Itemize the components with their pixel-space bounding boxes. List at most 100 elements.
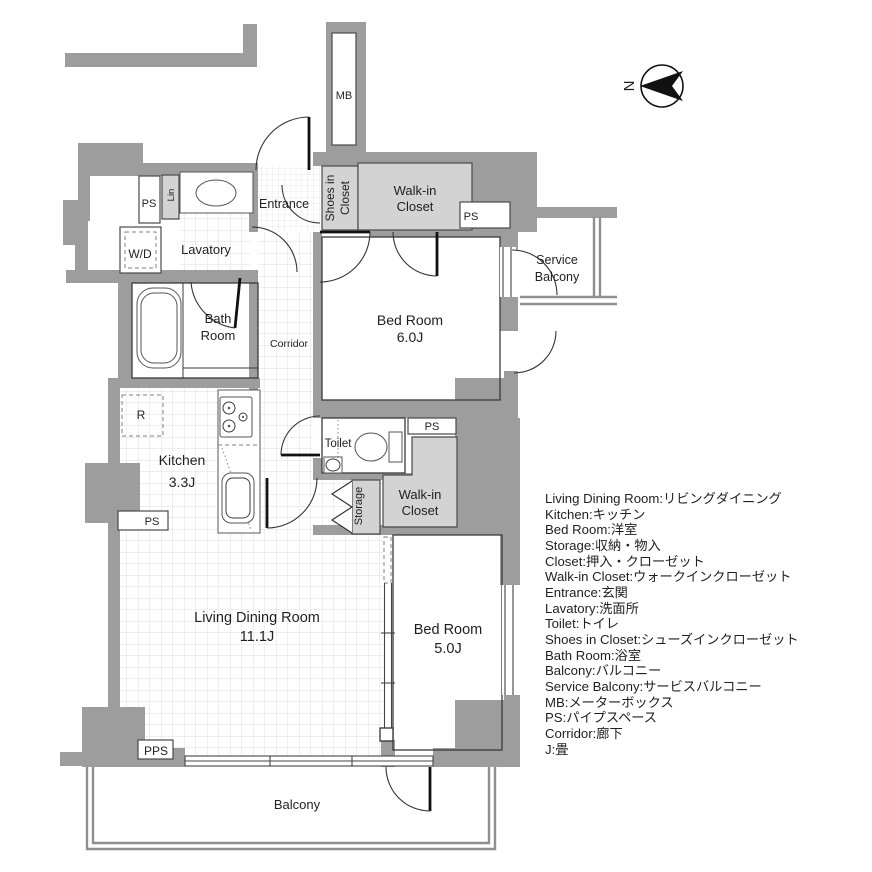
legend-line: Balcony:バルコニー xyxy=(545,663,661,678)
bedroom5-balcony-door-arc xyxy=(385,766,431,812)
bedroom6-window xyxy=(500,247,516,297)
label-balcony: Balcony xyxy=(274,797,321,812)
stove xyxy=(219,396,253,438)
ps-box-top-right xyxy=(459,201,511,229)
legend-line: Toilet:トイレ xyxy=(545,616,619,631)
label-ldr-1: Living Dining Room xyxy=(194,610,320,626)
partition-post xyxy=(379,727,394,742)
shoes-in-closet-box xyxy=(321,165,359,231)
walk-in-closet-top-box xyxy=(357,162,473,231)
label-shoes-in-closet-1: Shoes in xyxy=(323,175,337,222)
storage-box xyxy=(351,479,381,535)
label-pps: PPS xyxy=(144,744,168,758)
legend-line: MB:メーターボックス xyxy=(545,695,674,710)
compass: N xyxy=(621,64,684,108)
service-balcony-door-arc xyxy=(511,249,558,296)
ps-box-kitchen xyxy=(117,510,169,531)
legend-line: Entrance:玄関 xyxy=(545,584,628,600)
service-boxes xyxy=(117,175,511,760)
kitchen-sink xyxy=(221,472,255,524)
toilet-sink xyxy=(325,458,341,472)
label-bedroom5-2: 5.0J xyxy=(434,641,461,657)
label-lavatory: Lavatory xyxy=(181,242,231,257)
walk-in-closet-bottom-box xyxy=(382,436,458,528)
legend-line: Closet:押入・クローゼット xyxy=(545,554,705,569)
bath-door-leaf xyxy=(233,277,242,329)
toilet-outline xyxy=(321,417,406,474)
legend-line: Walk-in Closet:ウォークインクローゼット xyxy=(545,569,791,584)
wic-top-door-arc xyxy=(392,231,438,277)
label-ldr-2: 11.1J xyxy=(240,629,274,645)
label-kitchen-2: 3.3J xyxy=(169,474,195,490)
burner-icon xyxy=(222,401,236,415)
label-bath-1: Bath xyxy=(205,311,232,326)
label-wic-bottom-1: Walk-in xyxy=(399,487,442,502)
label-refrigerator: R xyxy=(137,408,146,422)
burner-icon xyxy=(222,419,236,433)
label-ps-middle: PS xyxy=(425,421,440,433)
corridor-floor xyxy=(258,232,313,478)
label-shoes-in-closet-2: Closet xyxy=(338,180,352,215)
bathroom-outline xyxy=(131,282,259,379)
washer-dryer-inner xyxy=(124,231,157,269)
label-bedroom5-1: Bed Room xyxy=(414,622,483,638)
label-toilet: Toilet xyxy=(325,438,353,450)
bedroom6-outer-door-arc xyxy=(513,330,557,374)
entrance-floor xyxy=(253,166,322,232)
hall-door-arc xyxy=(251,226,298,273)
legend-line: J:畳 xyxy=(545,742,568,757)
bath-door-arc xyxy=(190,281,236,329)
ps-box-top-left xyxy=(138,175,161,224)
label-bedroom6-2: 6.0J xyxy=(397,329,423,345)
partition-hatch xyxy=(383,536,392,584)
fixtures xyxy=(136,179,403,534)
pps-box xyxy=(137,739,174,760)
shoes-closet-door-arc xyxy=(281,184,321,224)
linen-box xyxy=(161,174,180,220)
label-corridor: Corridor xyxy=(270,338,308,350)
legend-line: Kitchen:キッチン xyxy=(545,507,645,522)
compass-north-label: N xyxy=(621,81,638,92)
label-wd: W/D xyxy=(128,247,152,261)
label-ps-top-left: PS xyxy=(142,198,157,210)
windows xyxy=(184,247,518,767)
legend-line: Bath Room:浴室 xyxy=(545,647,641,663)
label-ps-top-right: PS xyxy=(464,211,479,223)
bathtub-inner xyxy=(140,292,178,364)
refrigerator-box xyxy=(121,394,164,437)
balcony-inner-rail xyxy=(91,767,491,845)
label-entrance: Entrance xyxy=(259,197,309,211)
washer-dryer-box xyxy=(119,226,162,274)
compass-needle-icon xyxy=(640,71,683,101)
legend-line: Lavatory:洗面所 xyxy=(545,601,639,616)
legend-line: Storage:収納・物入 xyxy=(545,538,661,553)
label-kitchen-1: Kitchen xyxy=(159,452,206,468)
closets xyxy=(161,162,473,535)
balcony-rails xyxy=(85,217,617,851)
label-storage: Storage xyxy=(353,487,365,526)
label-ps-kitchen: PS xyxy=(145,516,160,528)
label-service-balcony-1: Service xyxy=(536,253,578,267)
ldk-door-arc xyxy=(266,477,318,529)
bedroom5-window xyxy=(502,585,518,695)
toilet-bowl xyxy=(354,432,388,462)
label-bath-2: Room xyxy=(201,328,236,343)
lavatory-sink xyxy=(195,179,237,207)
legend-line: Living Dining Room:リビングダイニング xyxy=(545,491,782,506)
label-service-balcony-2: Balcony xyxy=(535,270,580,284)
label-wic-bottom-2: Closet xyxy=(402,503,439,518)
label-lin: Lin xyxy=(166,189,177,202)
bedroom6-door-arc xyxy=(319,231,371,283)
label-mb: MB xyxy=(336,90,353,102)
burner-icon xyxy=(238,412,248,422)
legend-line: PS:パイプスペース xyxy=(545,710,657,725)
storage-folding-door xyxy=(330,480,354,534)
legend-line: Shoes in Closet:シューズインクローゼット xyxy=(545,632,799,647)
mb-shaft xyxy=(331,32,357,146)
bedroom6-outline xyxy=(321,236,501,401)
label-wic-top-1: Walk-in xyxy=(394,183,437,198)
doors xyxy=(190,116,558,812)
balcony-outer-rail xyxy=(85,767,497,851)
